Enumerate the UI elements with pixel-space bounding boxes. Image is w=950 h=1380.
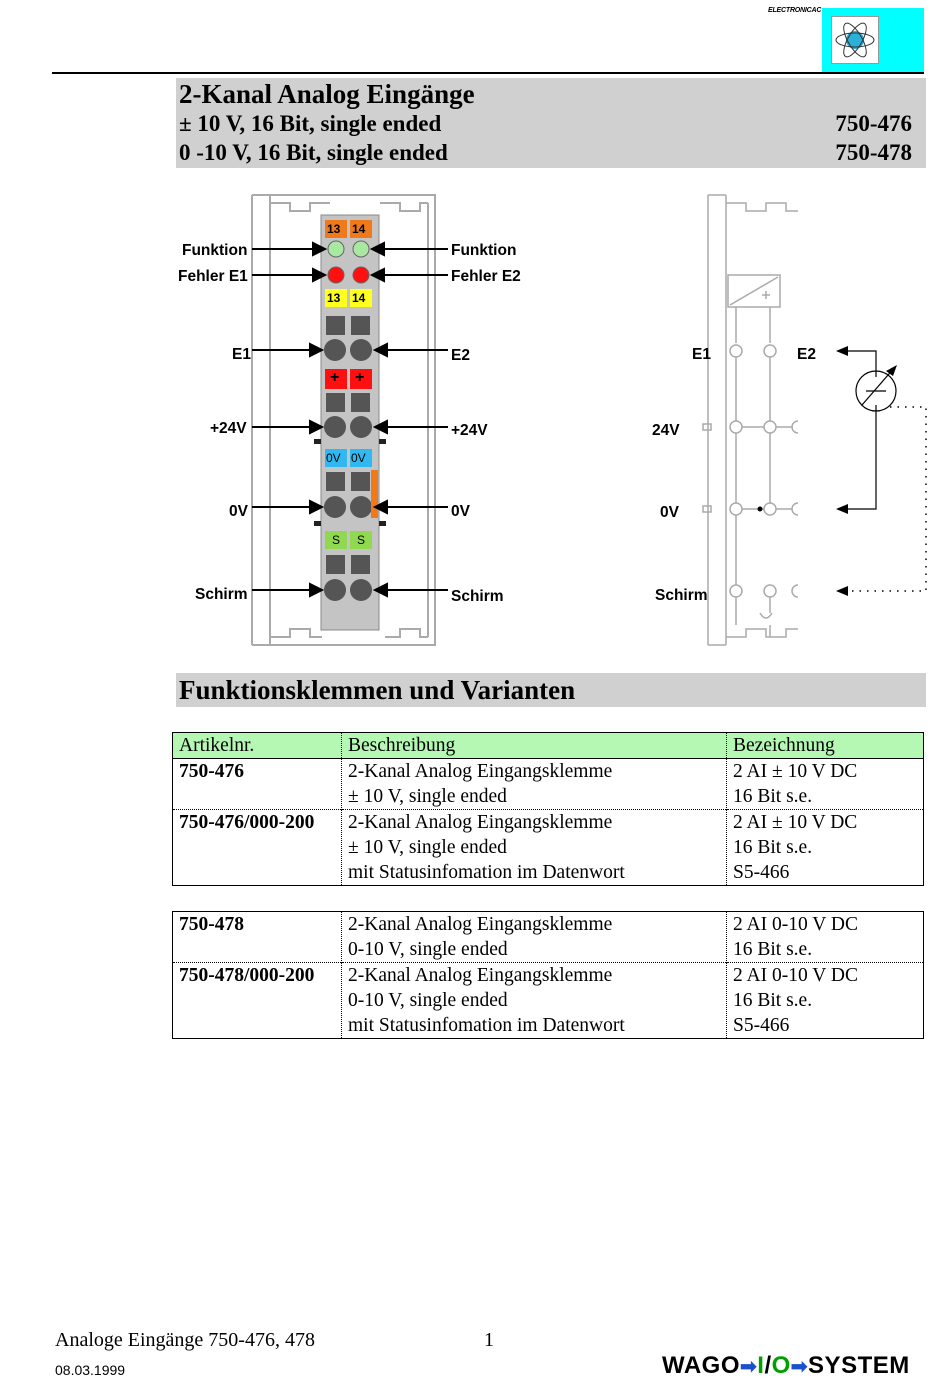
table-row: 750-476 2-Kanal Analog Eingangsklemme ± … [172, 758, 924, 810]
schematic-schirm: Schirm [655, 587, 708, 604]
designation-line: 2 AI ± 10 V DC [733, 761, 858, 782]
schematic-0v: 0V [660, 504, 679, 521]
tag-plus-1: + [330, 369, 340, 386]
logo-box [822, 8, 924, 72]
tag-14-yellow: 14 [352, 291, 366, 305]
tag-0v-2: 0V [351, 451, 366, 465]
label-funktion-right: Funktion [451, 242, 517, 259]
section-band [176, 673, 926, 707]
tag-s-2: S [357, 533, 366, 547]
section-title: Funktionsklemmen und Varianten [179, 675, 576, 705]
table-row: 750-478/000-200 2-Kanal Analog Eingangsk… [172, 962, 924, 1039]
art-number: 750-476/000-200 [172, 809, 342, 886]
arrow-right-icon: ➡ [740, 1356, 758, 1378]
header-rule [52, 72, 924, 74]
label-fehler-e2: Fehler E2 [451, 268, 521, 285]
label-0v-right: 0V [451, 503, 470, 520]
terminal-module-figure: 13 14 13 14 + + 0V 0V S S [170, 185, 540, 655]
label-schirm-left: Schirm [195, 586, 248, 603]
designation-cell: 2 AI ± 10 V DC 16 Bit s.e. S5-466 [726, 809, 924, 886]
designation-cell: 2 AI 0-10 V DC 16 Bit s.e. [727, 912, 924, 963]
designation-line: 2 AI 0-10 V DC [733, 914, 858, 935]
tag-0v-1: 0V [326, 451, 341, 465]
schematic-drawing [702, 194, 927, 646]
label-24v-left: +24V [210, 420, 247, 437]
designation-line: 16 Bit s.e. [733, 837, 813, 858]
table-row: 750-476/000-200 2-Kanal Analog Eingangsk… [172, 809, 924, 886]
art-number: 750-478 [172, 911, 342, 963]
description-cell: 2-Kanal Analog Eingangsklemme 0-10 V, si… [341, 911, 727, 963]
variants-table-1: Artikelnr. Beschreibung Bezeichnung 750-… [172, 732, 924, 886]
terminal-module-drawing [251, 194, 448, 646]
schematic-24v: 24V [652, 422, 680, 439]
designation-line: S5-466 [733, 1015, 790, 1036]
label-e2-right: E2 [451, 347, 470, 364]
description-line: 2-Kanal Analog Eingangsklemme [348, 812, 613, 833]
designation-cell: 2 AI 0-10 V DC 16 Bit s.e. S5-466 [726, 962, 924, 1039]
variant-2-code: 750-478 [835, 140, 912, 165]
schematic-e1: E1 [692, 346, 711, 363]
designation-line: 16 Bit s.e. [733, 990, 813, 1011]
label-funktion-left: Funktion [182, 242, 248, 259]
art-number: 750-476 [172, 758, 342, 810]
atom-icon [831, 16, 879, 64]
schematic-e2: E2 [797, 346, 816, 363]
tag-plus-2: + [355, 369, 365, 386]
description-line: 2-Kanal Analog Eingangsklemme [348, 761, 613, 782]
page-number: 1 [484, 1329, 494, 1351]
label-e1-left: E1 [232, 346, 251, 363]
designation-line: 16 Bit s.e. [733, 939, 813, 960]
designation-line: 2 AI 0-10 V DC [733, 965, 858, 986]
tag-14-orange: 14 [352, 222, 366, 236]
designation-line: 16 Bit s.e. [733, 786, 813, 807]
designation-line: S5-466 [733, 862, 790, 883]
table-header-row: Artikelnr. Beschreibung Bezeichnung [172, 732, 924, 759]
header-beschreibung: Beschreibung [341, 732, 727, 759]
wago-logo-slash: / [764, 1352, 772, 1379]
arrow-right-icon: ➡ [790, 1356, 809, 1378]
designation-cell: 2 AI ± 10 V DC 16 Bit s.e. [727, 759, 924, 810]
wago-logo-system: SYSTEM [808, 1352, 910, 1379]
label-fehler-e1: Fehler E1 [178, 268, 248, 285]
logo-brand-text: ELECTRONICAC [768, 7, 822, 14]
variant-2-title: 0 -10 V, 16 Bit, single ended [179, 140, 448, 165]
description-cell: 2-Kanal Analog Eingangsklemme 0-10 V, si… [341, 962, 727, 1039]
label-schirm-right: Schirm [451, 588, 504, 605]
description-line: ± 10 V, single ended [348, 786, 507, 807]
label-24v-right: +24V [451, 422, 488, 439]
description-line: ± 10 V, single ended [348, 837, 507, 858]
footer-date: 08.03.1999 [55, 1362, 126, 1378]
variant-1-code: 750-476 [835, 111, 912, 136]
wago-logo-i: I [757, 1352, 765, 1379]
footer-title: Analoge Eingänge 750-476, 478 [55, 1329, 315, 1351]
designation-line: 2 AI ± 10 V DC [733, 812, 858, 833]
title-band [176, 78, 926, 168]
art-number: 750-478/000-200 [172, 962, 342, 1039]
table-row: 750-478 2-Kanal Analog Eingangsklemme 0-… [172, 911, 924, 963]
tag-13-yellow: 13 [327, 291, 341, 305]
variants-table-2: 750-478 2-Kanal Analog Eingangsklemme 0-… [172, 911, 924, 1039]
description-line: mit Statusinfomation im Datenwort [348, 862, 625, 883]
wago-logo-o: O [771, 1352, 791, 1379]
description-line: 0-10 V, single ended [348, 990, 508, 1011]
label-0v-left: 0V [229, 503, 248, 520]
wago-logo-word: WAGO [662, 1352, 740, 1379]
header-artikelnr: Artikelnr. [172, 732, 342, 759]
header-bezeichnung: Bezeichnung [726, 732, 924, 759]
tag-s-1: S [332, 533, 341, 547]
description-line: 2-Kanal Analog Eingangsklemme [348, 965, 613, 986]
description-line: 2-Kanal Analog Eingangsklemme [348, 914, 613, 935]
page-title: 2-Kanal Analog Eingänge [179, 79, 475, 109]
wago-logo: WAGO➡I/O➡SYSTEM [662, 1352, 910, 1380]
description-cell: 2-Kanal Analog Eingangsklemme ± 10 V, si… [341, 758, 727, 810]
description-line: 0-10 V, single ended [348, 939, 508, 960]
schematic-figure: E1 E2 24V 0V Schirm [652, 185, 930, 655]
variant-1-title: ± 10 V, 16 Bit, single ended [179, 111, 442, 136]
description-line: mit Statusinfomation im Datenwort [348, 1015, 625, 1036]
tag-13-orange: 13 [327, 222, 341, 236]
description-cell: 2-Kanal Analog Eingangsklemme ± 10 V, si… [341, 809, 727, 886]
